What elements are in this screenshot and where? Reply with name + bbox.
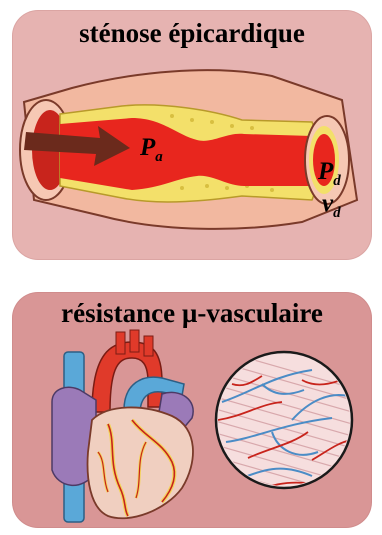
pa-subscript: a	[155, 149, 163, 165]
heart-icon	[52, 330, 193, 522]
pressure-aortic-label: Pa	[140, 134, 163, 166]
vd-symbol: v	[322, 190, 333, 217]
pressure-distal-label: Pd	[318, 158, 341, 190]
artery-stenosis-icon	[12, 10, 372, 260]
pa-symbol: P	[140, 134, 155, 161]
pd-symbol: P	[318, 158, 333, 185]
microvasculature-circle-icon	[212, 348, 352, 520]
velocity-distal-label: vd	[322, 190, 341, 222]
pd-subscript: d	[333, 173, 341, 189]
vd-subscript: d	[333, 205, 341, 221]
microvascular-resistance-panel: résistance µ-vasculaire	[12, 292, 372, 528]
epicardial-stenosis-panel: sténose épicardique Pa Pd vd	[12, 10, 372, 260]
